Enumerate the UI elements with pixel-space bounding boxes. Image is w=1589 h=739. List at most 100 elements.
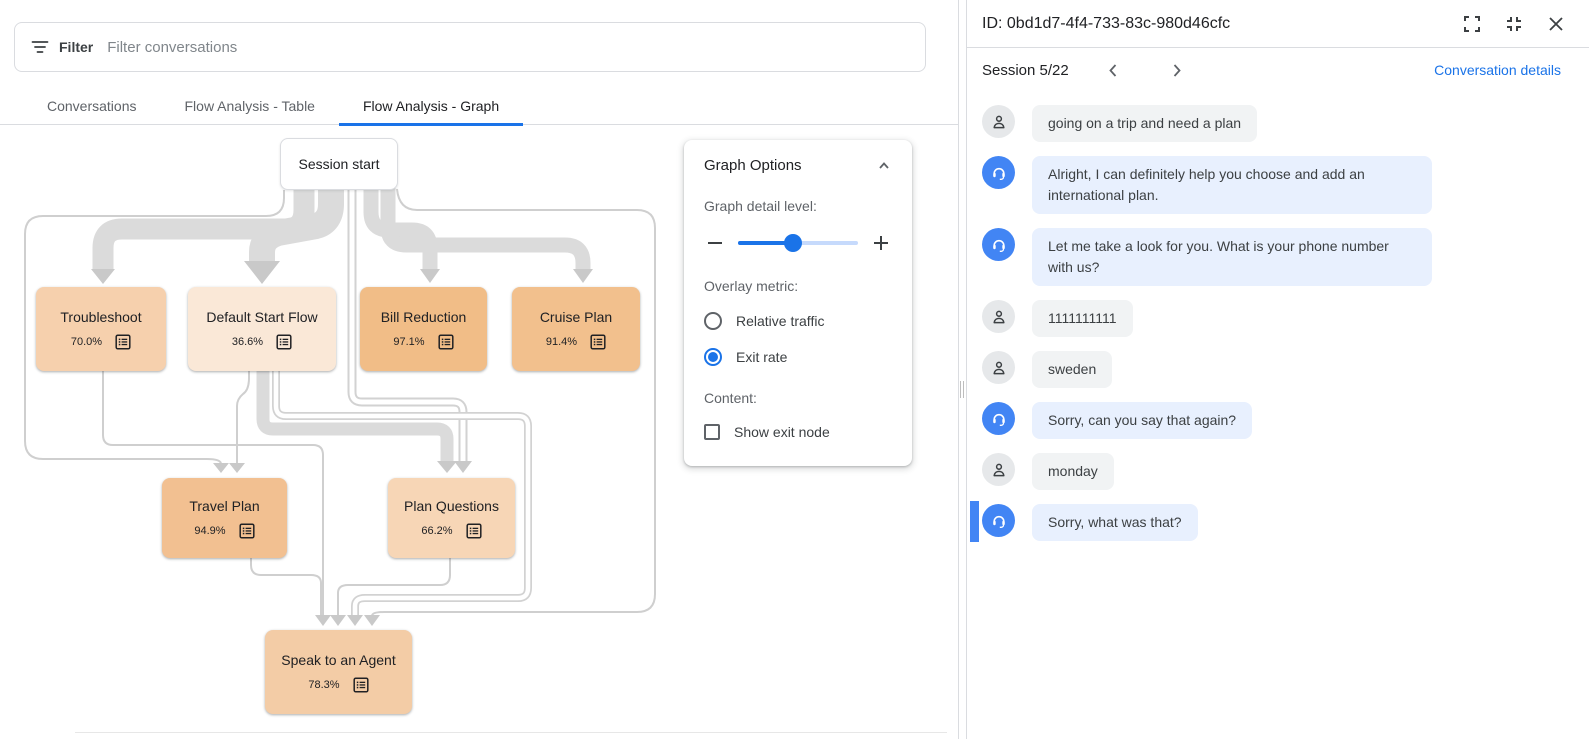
node-exit-rate: 70.0% (70, 335, 103, 348)
message-row: monday (967, 453, 1589, 490)
conversation-id-title: ID: 0bd1d7-4f4-733-83c-980d46cfc (982, 14, 1231, 32)
flow-node-session-start[interactable]: Session start (280, 138, 398, 190)
next-session-button[interactable] (1168, 62, 1185, 79)
tab-conversations[interactable]: Conversations (47, 97, 137, 114)
node-label: Speak to an Agent (281, 651, 396, 668)
message-bubble[interactable]: going on a trip and need a plan (1032, 105, 1258, 142)
message-row-selected: Sorry, what was that? (967, 501, 1589, 542)
person-icon (992, 361, 1005, 374)
headset-icon (992, 515, 1005, 528)
overlay-metric-label: Overlay metric: (704, 278, 799, 294)
message-row: 1111111111 (967, 300, 1589, 337)
message-list: going on a trip and need a plan Alright,… (967, 92, 1589, 542)
close-icon[interactable] (1547, 15, 1565, 33)
node-label: Bill Reduction (380, 308, 467, 325)
message-bubble[interactable]: Alright, I can definitely help you choos… (1032, 156, 1432, 214)
tab-flow-analysis-table[interactable]: Flow Analysis - Table (184, 97, 315, 114)
radio-circle-icon (704, 312, 722, 330)
node-label: Troubleshoot (60, 308, 142, 325)
flow-graph-canvas[interactable]: Session start Troubleshoot 70.0% Default… (0, 0, 959, 739)
list-icon[interactable] (590, 333, 606, 350)
graph-detail-level-label: Graph detail level: (704, 198, 817, 214)
flow-node-default-start-flow[interactable]: Default Start Flow 36.6% (188, 287, 336, 371)
message-bubble[interactable]: Let me take a look for you. What is your… (1032, 228, 1432, 286)
message-row: Alright, I can definitely help you choos… (967, 156, 1589, 214)
node-exit-rate: 97.1% (393, 335, 425, 348)
message-row: sweden (967, 351, 1589, 388)
message-bubble[interactable]: Sorry, what was that? (1032, 504, 1198, 541)
flow-node-troubleshoot[interactable]: Troubleshoot 70.0% (36, 287, 166, 371)
graph-options-panel: Graph Options Graph detail level: Overla… (684, 140, 912, 466)
slider-knob[interactable] (784, 234, 803, 252)
fullscreen-exit-icon[interactable] (1505, 15, 1523, 33)
node-exit-rate: 91.4% (545, 335, 578, 348)
agent-avatar (982, 402, 1015, 435)
conversation-detail-panel: ID: 0bd1d7-4f4-733-83c-980d46cfc Session… (966, 0, 1589, 739)
radio-exit-rate[interactable]: Exit rate (704, 348, 892, 366)
flow-node-travel-plan[interactable]: Travel Plan 94.9% (162, 478, 287, 558)
graph-options-title: Graph Options (704, 157, 802, 174)
agent-avatar (982, 504, 1015, 537)
message-bubble[interactable]: sweden (1032, 351, 1113, 388)
message-bubble[interactable]: Sorry, can you say that again? (1032, 402, 1253, 439)
list-icon[interactable] (276, 333, 292, 350)
agent-avatar (982, 156, 1015, 189)
node-exit-rate: 66.2% (421, 524, 453, 537)
person-icon (992, 463, 1005, 476)
list-icon[interactable] (353, 676, 369, 693)
flow-node-speak-to-an-agent[interactable]: Speak to an Agent 78.3% (265, 630, 412, 714)
person-icon (992, 310, 1005, 323)
person-icon (992, 115, 1005, 128)
node-exit-rate: 94.9% (194, 524, 226, 537)
filter-label: Filter (59, 39, 94, 55)
panel-resize-handle[interactable] (960, 381, 967, 398)
radio-relative-traffic[interactable]: Relative traffic (704, 312, 892, 330)
fullscreen-icon[interactable] (1463, 15, 1481, 33)
user-avatar (982, 351, 1015, 384)
selected-message-indicator (970, 501, 979, 542)
agent-avatar (982, 228, 1015, 261)
session-counter: Session 5/22 (982, 61, 1069, 79)
flow-node-plan-questions[interactable]: Plan Questions 66.2% (388, 478, 515, 558)
list-icon[interactable] (115, 333, 131, 350)
node-label: Travel Plan (189, 497, 260, 514)
content-label: Content: (704, 390, 757, 406)
node-label: Plan Questions (404, 497, 499, 514)
message-row: Let me take a look for you. What is your… (967, 228, 1589, 286)
headset-icon (992, 239, 1005, 252)
user-avatar (982, 453, 1015, 486)
previous-session-button[interactable] (1105, 62, 1122, 79)
message-bubble[interactable]: 1111111111 (1032, 300, 1133, 337)
node-label: Cruise Plan (539, 308, 613, 325)
list-icon[interactable] (438, 333, 454, 350)
flow-analysis-panel: Filter Conversations Flow Analysis - Tab… (0, 0, 959, 739)
node-label: Session start (298, 156, 380, 172)
filter-bar[interactable]: Filter (14, 22, 926, 72)
show-exit-node-checkbox[interactable]: Show exit node (704, 424, 892, 440)
headset-icon (992, 413, 1005, 426)
conversation-details-link[interactable]: Conversation details (1434, 62, 1561, 78)
node-exit-rate: 36.6% (231, 335, 264, 348)
decrease-detail-button[interactable] (704, 232, 726, 254)
user-avatar (982, 300, 1015, 333)
message-row: going on a trip and need a plan (967, 105, 1589, 142)
filter-icon (31, 41, 49, 53)
checkbox-icon (704, 424, 720, 440)
flow-node-bill-reduction[interactable]: Bill Reduction 97.1% (360, 287, 487, 371)
node-exit-rate: 78.3% (308, 678, 340, 691)
message-row: Sorry, can you say that again? (967, 402, 1589, 439)
horizontal-scroll-track (75, 732, 947, 733)
increase-detail-button[interactable] (870, 232, 892, 254)
list-icon[interactable] (239, 522, 255, 539)
tab-flow-analysis-graph[interactable]: Flow Analysis - Graph (338, 88, 524, 126)
tab-bar: Conversations Flow Analysis - Table Flow… (0, 88, 959, 126)
flow-edges (24, 188, 656, 626)
filter-conversations-input[interactable] (107, 38, 909, 56)
list-icon[interactable] (466, 522, 482, 539)
node-label: Default Start Flow (206, 308, 318, 325)
detail-level-slider[interactable] (738, 234, 858, 252)
message-bubble[interactable]: monday (1032, 453, 1114, 490)
flow-node-cruise-plan[interactable]: Cruise Plan 91.4% (512, 287, 640, 371)
collapse-chevron-up-icon[interactable] (876, 158, 892, 174)
headset-icon (992, 167, 1005, 180)
